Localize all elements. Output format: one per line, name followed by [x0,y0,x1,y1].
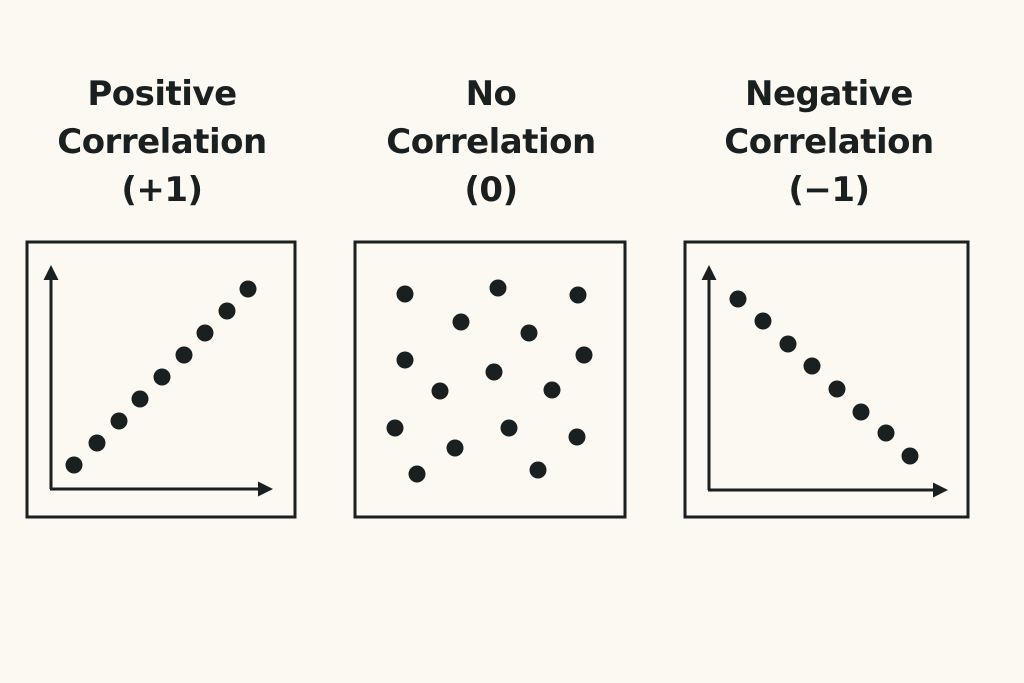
panel-title-positive: Positive Correlation (+1) [26,70,298,214]
data-point [500,419,518,437]
panel-title-negative: Negative Correlation (−1) [686,70,972,214]
data-point [520,324,538,342]
panel-title-none: No Correlation (0) [354,70,628,214]
data-point [779,335,797,353]
data-point [396,351,414,369]
data-point [901,447,919,465]
data-point [529,461,547,479]
data-point [877,424,895,442]
title-line: Correlation [386,122,596,162]
data-points [729,290,919,465]
data-points [386,279,593,483]
title-line: No [465,74,517,114]
data-point [729,290,747,308]
data-point [575,346,593,364]
data-point [88,434,106,452]
data-point [543,381,561,399]
title-line: Correlation [57,122,267,162]
title-line: (0) [464,170,518,210]
title-line: Negative [745,74,913,114]
data-point [431,382,449,400]
data-point [386,419,404,437]
data-point [396,285,414,303]
title-line: (+1) [121,170,203,210]
panel-positive [25,240,297,519]
data-point [754,312,772,330]
data-points [65,280,257,474]
title-line: Positive [87,74,237,114]
data-point [239,280,257,298]
data-point [828,380,846,398]
data-point [218,302,236,320]
data-point [131,390,149,408]
data-point [110,412,128,430]
data-point [569,286,587,304]
data-point [568,428,586,446]
data-point [485,363,503,381]
panel-none [353,240,627,519]
data-point [196,324,214,342]
data-point [408,465,426,483]
data-point [489,279,507,297]
data-point [803,357,821,375]
data-point [446,439,464,457]
data-point [852,403,870,421]
title-line: Correlation [724,122,934,162]
data-point [65,456,83,474]
data-point [452,313,470,331]
data-point [153,368,171,386]
title-line: (−1) [788,170,870,210]
panel-negative [683,240,970,519]
data-point [175,346,193,364]
